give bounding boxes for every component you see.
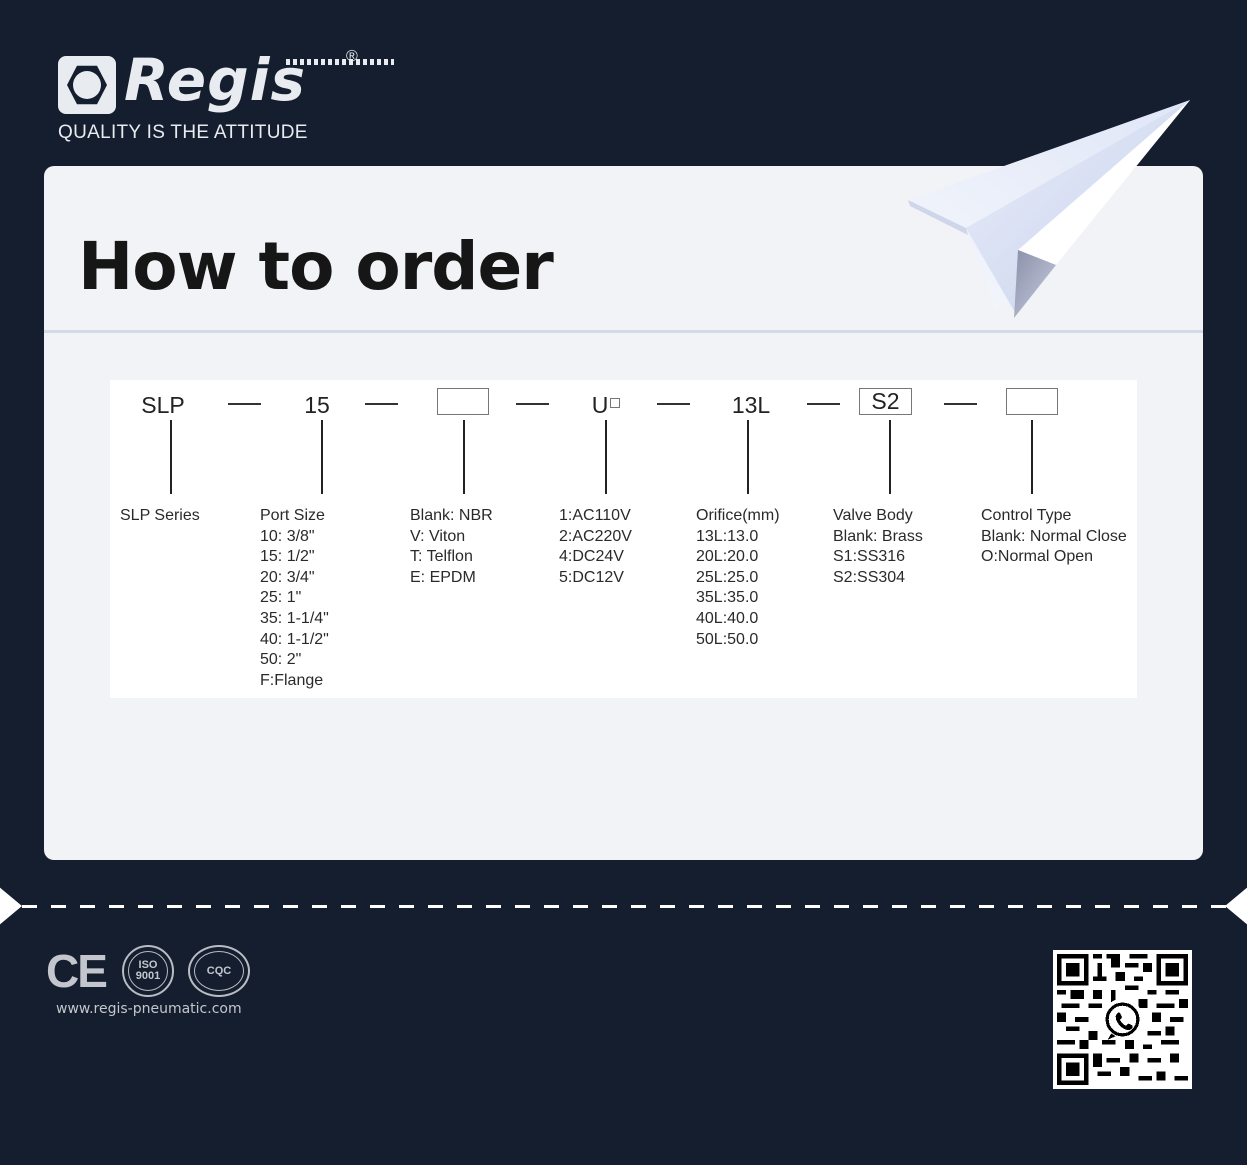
registered-mark: ®: [346, 48, 358, 65]
whatsapp-icon: [1105, 1002, 1140, 1037]
brand-tagline: QUALITY IS THE ATTITUDE: [58, 122, 308, 143]
page-title: How to order: [78, 228, 554, 305]
connector-line: [747, 420, 749, 494]
connector-line: [463, 420, 465, 494]
series-desc: SLP Series: [120, 507, 200, 524]
port-size-desc: Port Size 10: 3/8" 15: 1/2" 20: 3/4" 25:…: [260, 507, 329, 689]
qr-code-icon: [1057, 954, 1188, 1085]
ticket-notch-right: [1225, 886, 1247, 926]
website-link[interactable]: www.regis-pneumatic.com: [56, 1001, 242, 1017]
ticket-notch-left: [0, 886, 22, 926]
paper-plane-icon: [908, 100, 1190, 318]
voltage-placeholder-box: [610, 398, 621, 408]
orifice-desc: Orifice(mm) 13L:13.0 20L:20.0 25L:25.0 3…: [696, 507, 780, 648]
connector-line: [321, 420, 323, 494]
separator-dash: [365, 403, 398, 405]
iso-9001-badge-icon: ISO 9001: [122, 945, 174, 997]
order-code-diagram: SLP SLP Series 15 Port Size 10: 3/8" 15:…: [110, 380, 1137, 698]
title-divider: [44, 330, 1203, 333]
valve-body-desc: Valve Body Blank: Brass S1:SS316 S2:SS30…: [833, 507, 923, 586]
voltage-desc: 1:AC110V 2:AC220V 4:DC24V 5:DC12V: [559, 507, 632, 586]
code-voltage: U: [588, 392, 624, 419]
seal-desc: Blank: NBR V: Viton T: Telflon E: EPDM: [410, 507, 493, 586]
separator-dash: [516, 403, 549, 405]
code-port-size: 15: [304, 392, 330, 418]
cqc-badge-icon: CQC: [188, 945, 250, 997]
separator-dash: [228, 403, 261, 405]
connector-line: [605, 420, 607, 494]
brand-logo: Regis ® QUALITY IS THE ATTITUDE: [58, 46, 394, 143]
separator-dash: [657, 403, 690, 405]
control-type-desc: Control Type Blank: Normal Close O:Norma…: [981, 507, 1127, 566]
code-control-type-box: [1006, 388, 1058, 415]
code-valve-body-box: S2: [859, 388, 912, 415]
dashed-separator: [22, 905, 1227, 908]
whatsapp-qr-code[interactable]: [1053, 950, 1192, 1089]
connector-line: [889, 420, 891, 494]
hex-nut-logo-icon: [58, 56, 116, 114]
ce-mark-icon: CE: [46, 945, 108, 997]
separator-dash: [944, 403, 977, 405]
code-series: SLP: [141, 392, 185, 418]
separator-dash: [807, 403, 840, 405]
connector-line: [1031, 420, 1033, 494]
connector-line: [170, 420, 172, 494]
logo-speed-bars: [286, 59, 394, 65]
code-orifice: 13L: [731, 392, 771, 418]
brand-wordmark: Regis: [124, 46, 307, 114]
code-seal-box: [437, 388, 489, 415]
